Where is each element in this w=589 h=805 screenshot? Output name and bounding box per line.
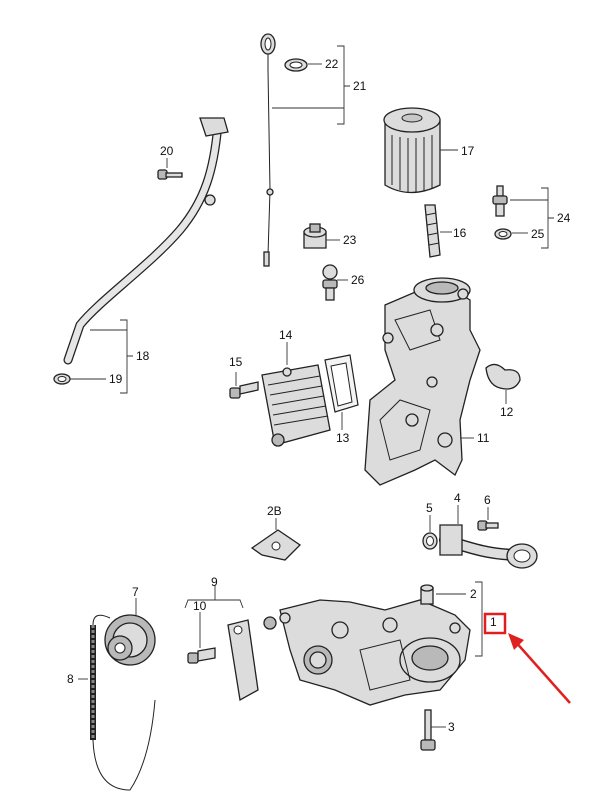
bolt-3 bbox=[420, 709, 436, 751]
dipstick-guide-tube bbox=[63, 117, 229, 365]
oil-pickup-pipe bbox=[439, 524, 538, 569]
callout-6: 6 bbox=[484, 493, 491, 507]
callout-11: 11 bbox=[477, 431, 490, 445]
chain-tensioner-9 bbox=[227, 616, 277, 702]
gasket-12 bbox=[485, 363, 521, 390]
bolt-10 bbox=[187, 647, 216, 664]
callout-13: 13 bbox=[336, 431, 350, 445]
callout-4: 4 bbox=[454, 491, 461, 505]
callout-22: 22 bbox=[325, 57, 339, 71]
callout-18: 18 bbox=[136, 349, 150, 363]
sleeve-2 bbox=[420, 584, 434, 605]
bracket-2b bbox=[250, 529, 302, 561]
callout-25: 25 bbox=[531, 227, 545, 241]
callout-12: 12 bbox=[500, 405, 514, 419]
callout-21: 21 bbox=[353, 79, 367, 93]
oil-pump bbox=[279, 599, 471, 706]
bolt-15 bbox=[229, 381, 259, 399]
callout-5: 5 bbox=[426, 501, 433, 515]
highlight-box bbox=[483, 612, 507, 635]
oil-filter-housing bbox=[364, 277, 481, 486]
plug-23 bbox=[303, 223, 327, 249]
callout-26: 26 bbox=[351, 273, 365, 287]
bolt-20 bbox=[157, 169, 183, 180]
callout-24: 24 bbox=[557, 211, 571, 225]
callout-15: 15 bbox=[229, 355, 243, 369]
callout-1: 1 bbox=[490, 615, 497, 629]
callout-14: 14 bbox=[279, 328, 293, 342]
oil-filter bbox=[383, 107, 441, 194]
callout-2b: 2B bbox=[267, 504, 282, 518]
dipstick bbox=[260, 33, 276, 267]
highlight-arrow-icon bbox=[508, 633, 571, 704]
chain-8 bbox=[90, 614, 156, 791]
callout-20: 20 bbox=[160, 144, 174, 158]
callout-7: 7 bbox=[132, 585, 139, 599]
callout-19: 19 bbox=[109, 372, 123, 386]
bolt-6 bbox=[477, 520, 499, 531]
callout-9: 9 bbox=[211, 575, 218, 589]
oil-cooler bbox=[261, 364, 331, 447]
breather-26 bbox=[322, 264, 338, 301]
callout-16: 16 bbox=[453, 226, 467, 240]
callout-10: 10 bbox=[193, 599, 207, 613]
callout-23: 23 bbox=[343, 233, 357, 247]
callout-17: 17 bbox=[461, 144, 475, 158]
sensor-24 bbox=[492, 185, 508, 217]
callout-3: 3 bbox=[448, 720, 455, 734]
sprocket-7 bbox=[104, 614, 156, 666]
gasket-13 bbox=[324, 354, 359, 413]
callout-2: 2 bbox=[470, 587, 477, 601]
filter-element-16 bbox=[424, 204, 441, 258]
callout-8: 8 bbox=[67, 672, 74, 686]
